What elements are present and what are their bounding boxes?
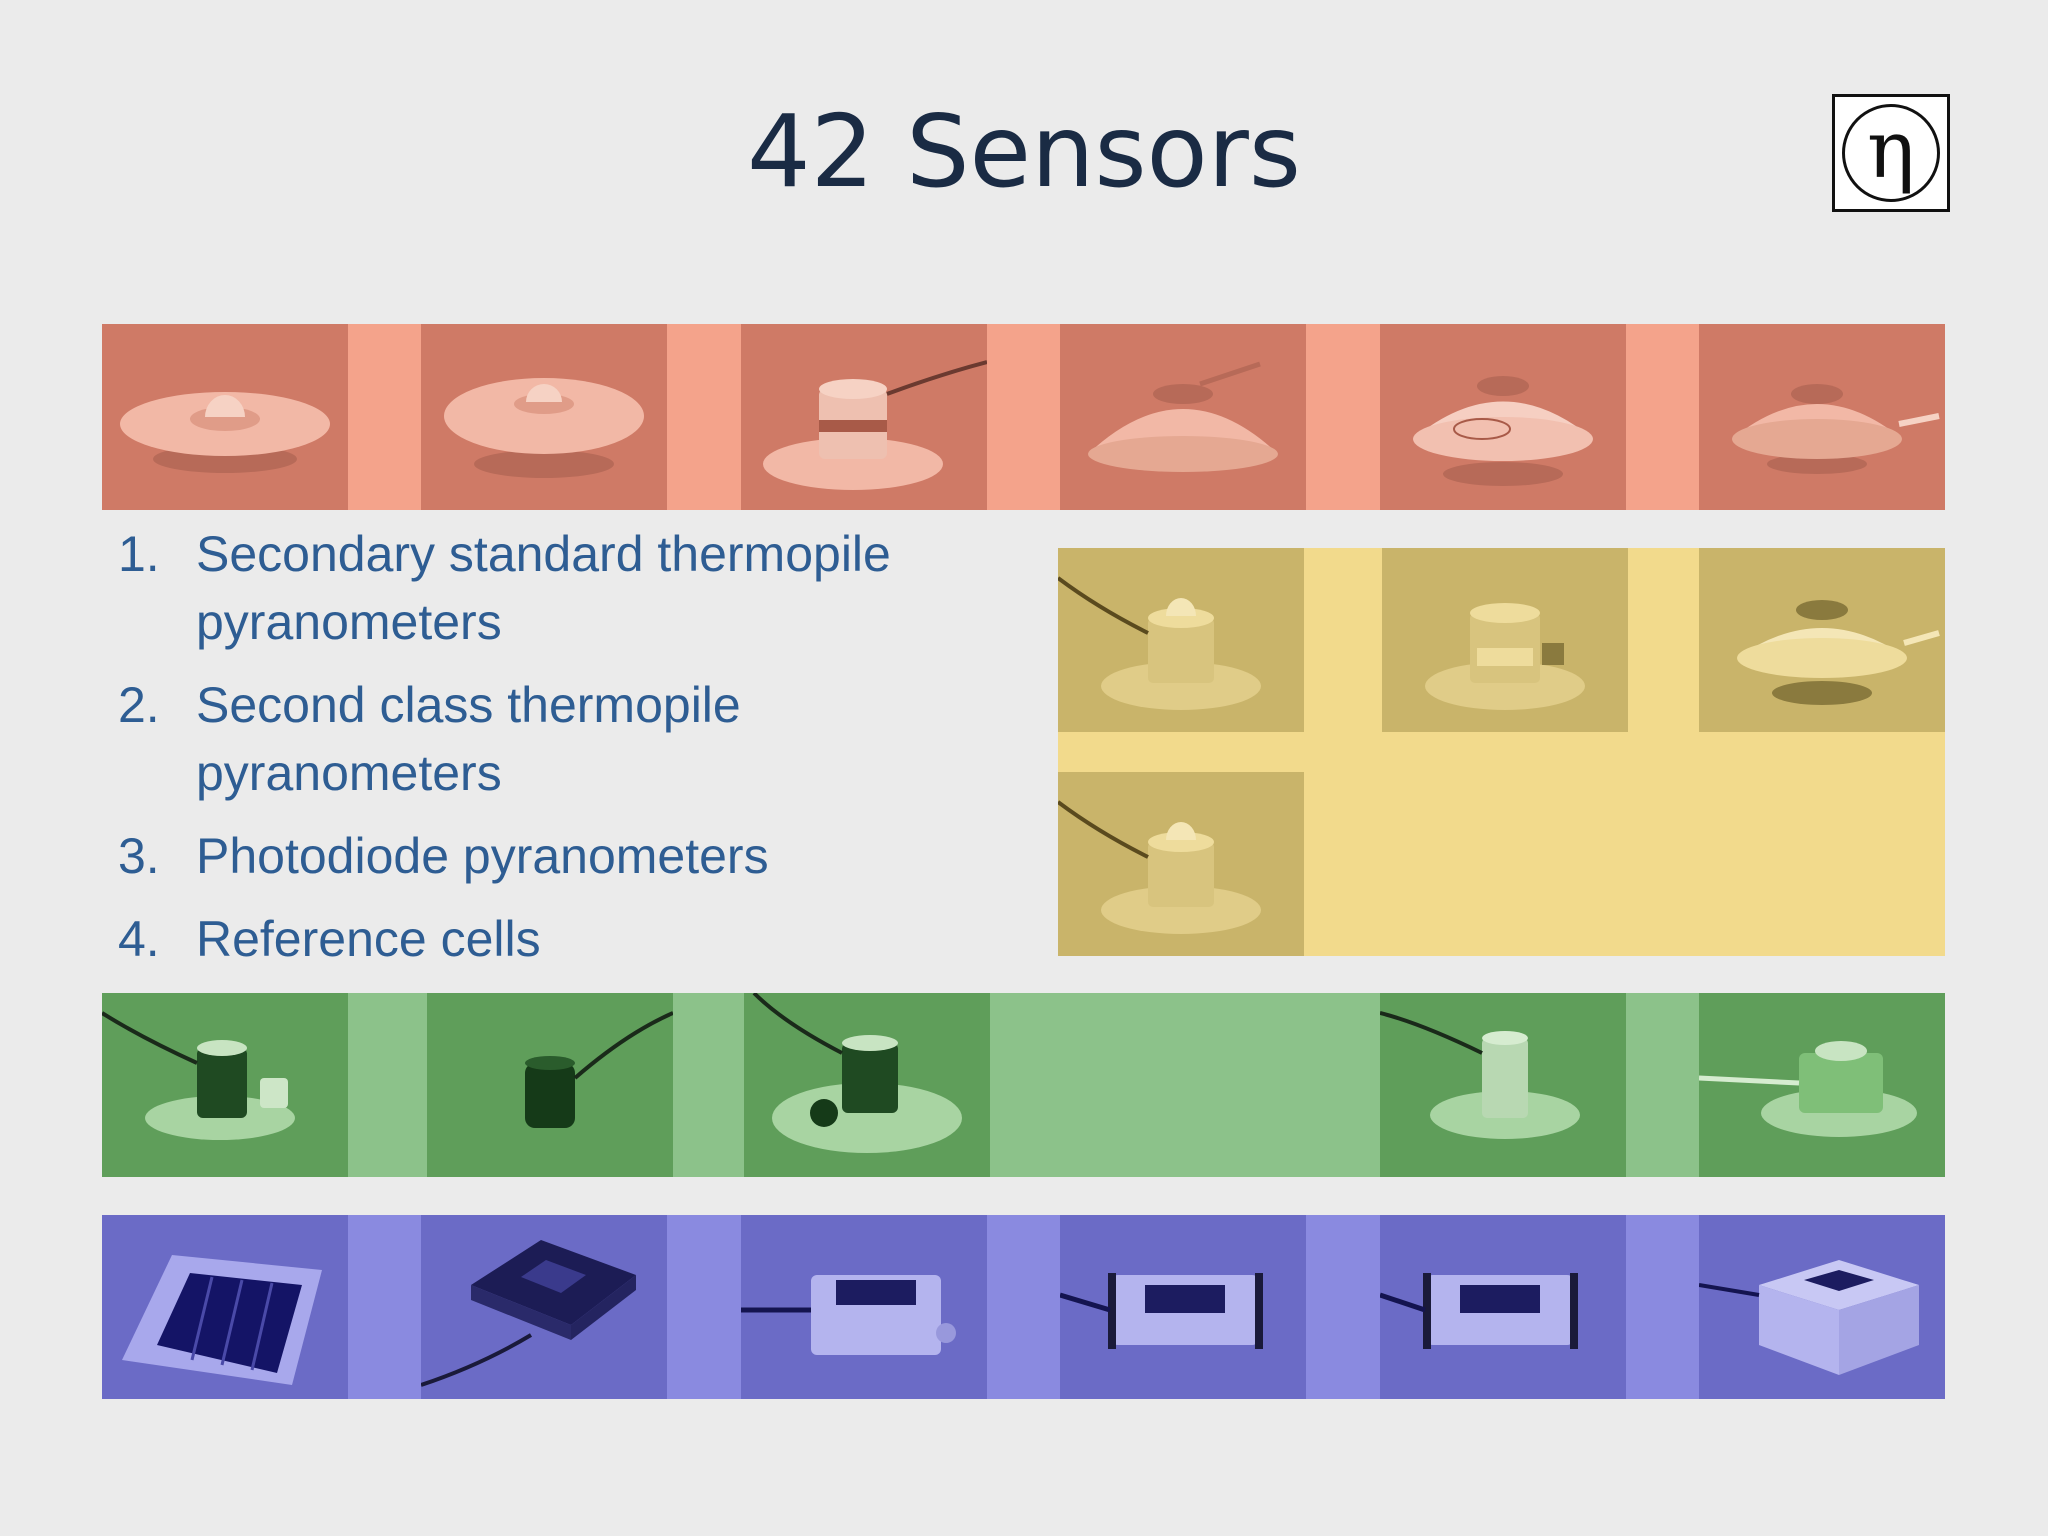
pyranometer-photo bbox=[1699, 324, 1945, 510]
list-item-text: Photodiode pyranometers bbox=[196, 828, 769, 884]
list-item-text: Reference cells bbox=[196, 911, 541, 967]
photodiode-sensor-photo bbox=[744, 993, 990, 1177]
slide-title: 42 Sensors bbox=[747, 93, 1301, 210]
list-item-text: Secondary standard thermopile pyranomete… bbox=[196, 526, 891, 650]
list-item: 3. Photodiode pyranometers bbox=[118, 822, 1038, 890]
logo-eta-symbol: η bbox=[1867, 103, 1915, 196]
reference-cell-photo bbox=[1699, 1215, 1945, 1399]
reference-cell-sensor-band bbox=[102, 1215, 1945, 1399]
pyranometer-photo bbox=[741, 324, 987, 510]
secondary-standard-sensor-band bbox=[102, 324, 1945, 510]
pyranometer-photo bbox=[1382, 548, 1628, 732]
photodiode-sensor-photo bbox=[102, 993, 348, 1177]
reference-cell-photo bbox=[1380, 1215, 1626, 1399]
list-number: 3. bbox=[118, 828, 160, 884]
list-item: 2. Second class thermopile pyranometers bbox=[118, 671, 1038, 807]
photodiode-sensor-photo bbox=[1380, 993, 1626, 1177]
pyranometer-photo bbox=[1058, 548, 1304, 732]
reference-cell-photo bbox=[1060, 1215, 1306, 1399]
pyranometer-photo bbox=[1380, 324, 1626, 510]
list-item: 1. Secondary standard thermopile pyranom… bbox=[118, 520, 1038, 656]
list-item: 4. Reference cells bbox=[118, 905, 1038, 973]
list-number: 2. bbox=[118, 677, 160, 733]
photodiode-sensor-photo bbox=[1699, 993, 1945, 1177]
reference-cell-photo bbox=[102, 1215, 348, 1399]
eta-logo: η bbox=[1832, 94, 1950, 212]
photodiode-sensor-photo bbox=[427, 993, 673, 1177]
list-item-text: Second class thermopile pyranometers bbox=[196, 677, 741, 801]
second-class-sensor-band bbox=[1058, 548, 1945, 956]
reference-cell-photo bbox=[741, 1215, 987, 1399]
list-number: 1. bbox=[118, 526, 160, 582]
pyranometer-photo bbox=[1060, 324, 1306, 510]
logo-ring bbox=[1842, 104, 1940, 202]
pyranometer-photo bbox=[1699, 548, 1945, 732]
photodiode-sensor-band bbox=[102, 993, 1945, 1177]
reference-cell-photo bbox=[421, 1215, 667, 1399]
pyranometer-photo bbox=[421, 324, 667, 510]
pyranometer-photo bbox=[102, 324, 348, 510]
sensor-category-list: 1. Secondary standard thermopile pyranom… bbox=[118, 520, 1038, 988]
pyranometer-photo bbox=[1058, 772, 1304, 956]
list-number: 4. bbox=[118, 911, 160, 967]
